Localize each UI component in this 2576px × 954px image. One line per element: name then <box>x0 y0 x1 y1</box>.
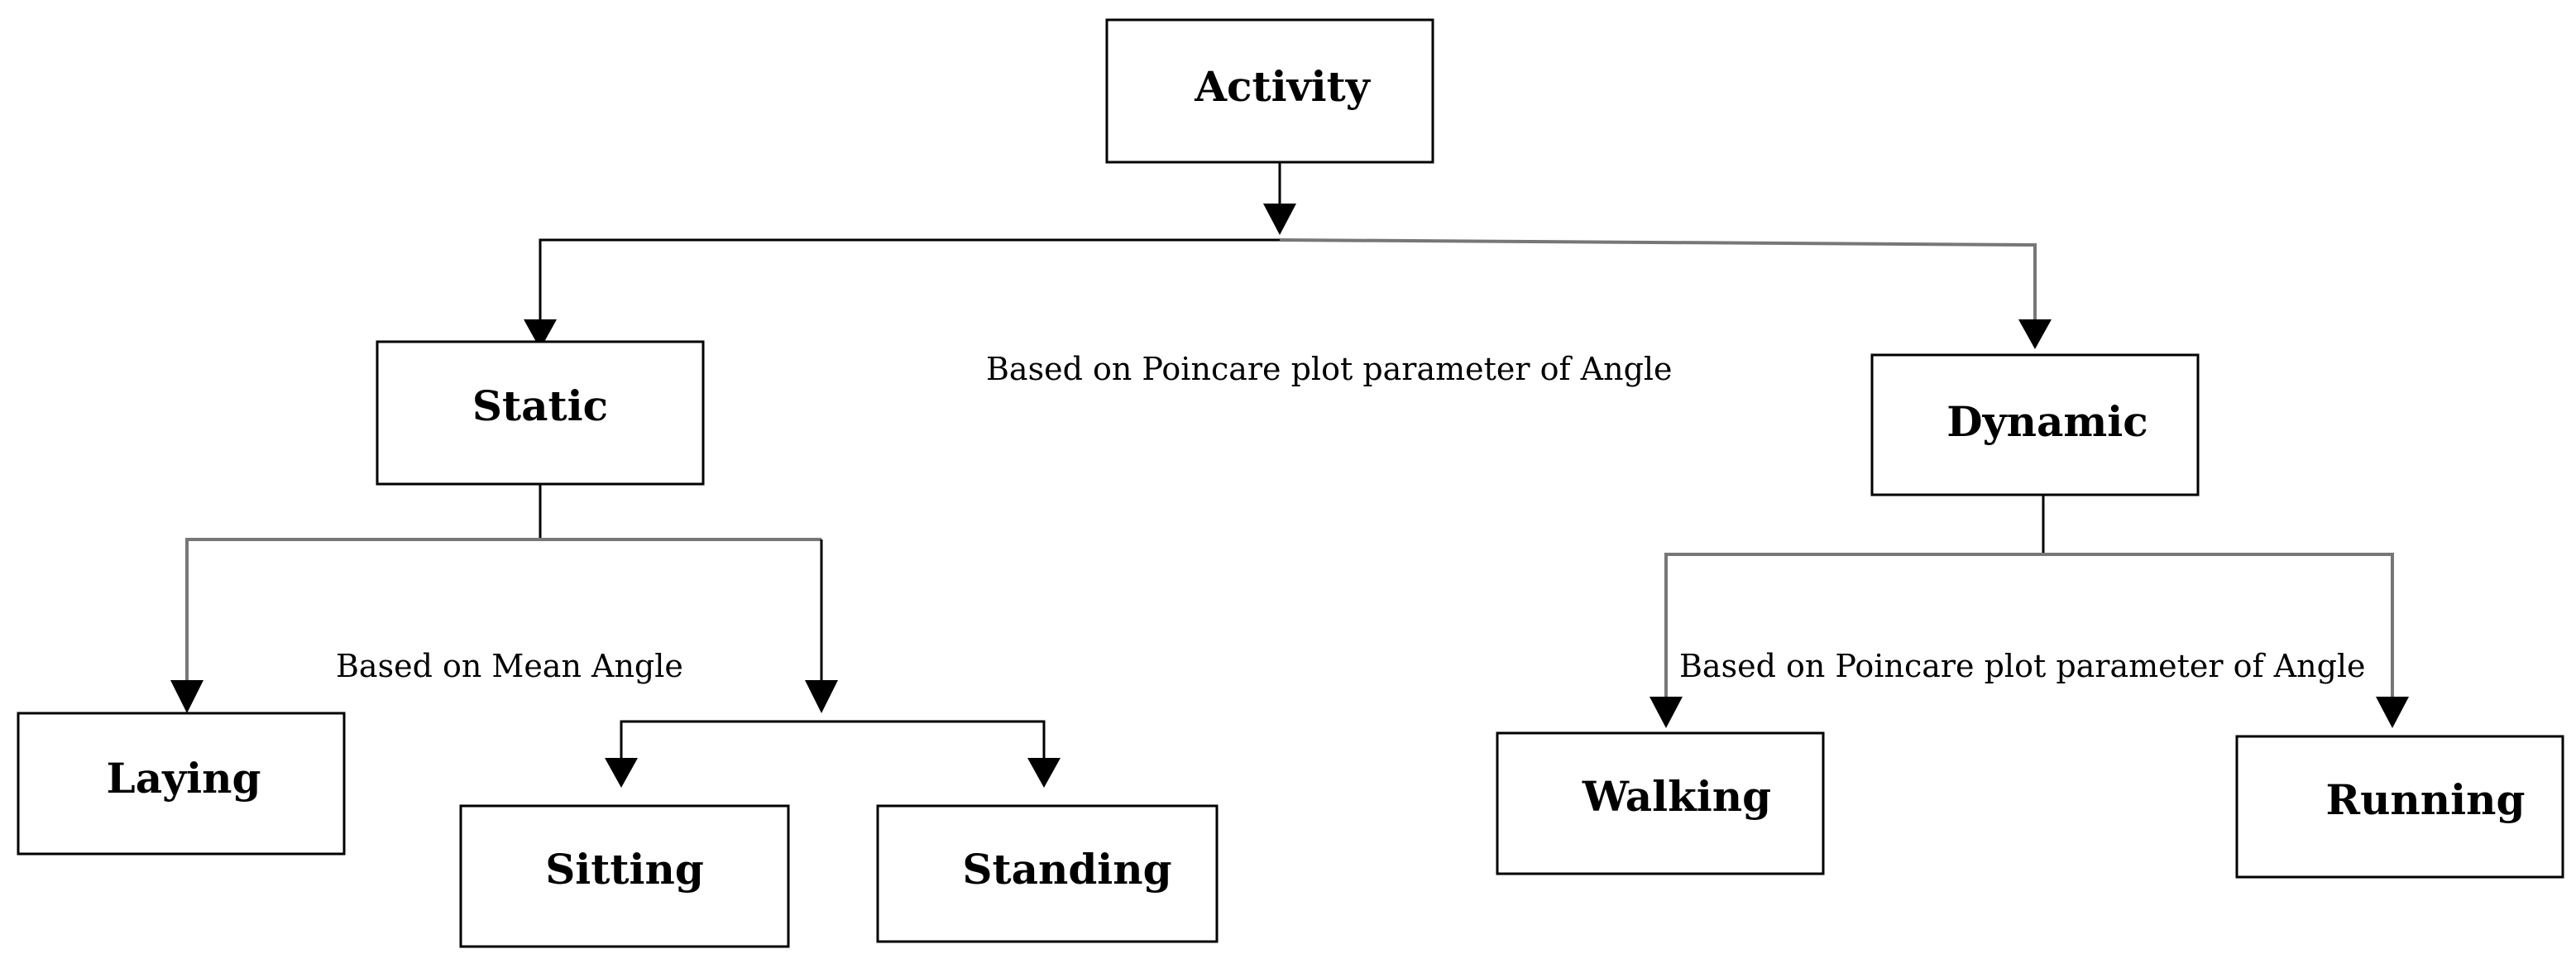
node-standing: Standing <box>876 804 1219 943</box>
node-sitting: Sitting <box>459 804 790 948</box>
node-running-label: Running <box>2326 775 2526 824</box>
node-standing-label: Standing <box>962 845 1171 894</box>
connector-activity-split <box>524 162 2052 349</box>
node-walking: Walking <box>1496 731 1825 875</box>
connector-dynamic-split <box>1650 495 2409 728</box>
node-sitting-label: Sitting <box>545 845 704 894</box>
node-dynamic-label: Dynamic <box>1946 397 2148 446</box>
connector-static-split <box>170 484 838 713</box>
node-dynamic: Dynamic <box>1870 353 2200 496</box>
edge-label-dynamic-split: Based on Poincare plot parameter of Angl… <box>1679 648 2366 684</box>
node-walking-label: Walking <box>1582 772 1771 821</box>
node-running: Running <box>2235 735 2564 879</box>
connector-sitting-standing <box>605 720 1061 788</box>
node-activity-label: Activity <box>1194 62 1371 111</box>
node-static-label: Static <box>472 381 608 430</box>
node-static: Static <box>376 340 705 486</box>
node-laying-label: Laying <box>107 754 261 803</box>
node-activity: Activity <box>1105 18 1434 164</box>
node-laying: Laying <box>17 712 346 856</box>
edge-label-activity-split: Based on Poincare plot parameter of Angl… <box>986 351 1673 387</box>
edge-label-static-split: Based on Mean Angle <box>336 648 683 684</box>
